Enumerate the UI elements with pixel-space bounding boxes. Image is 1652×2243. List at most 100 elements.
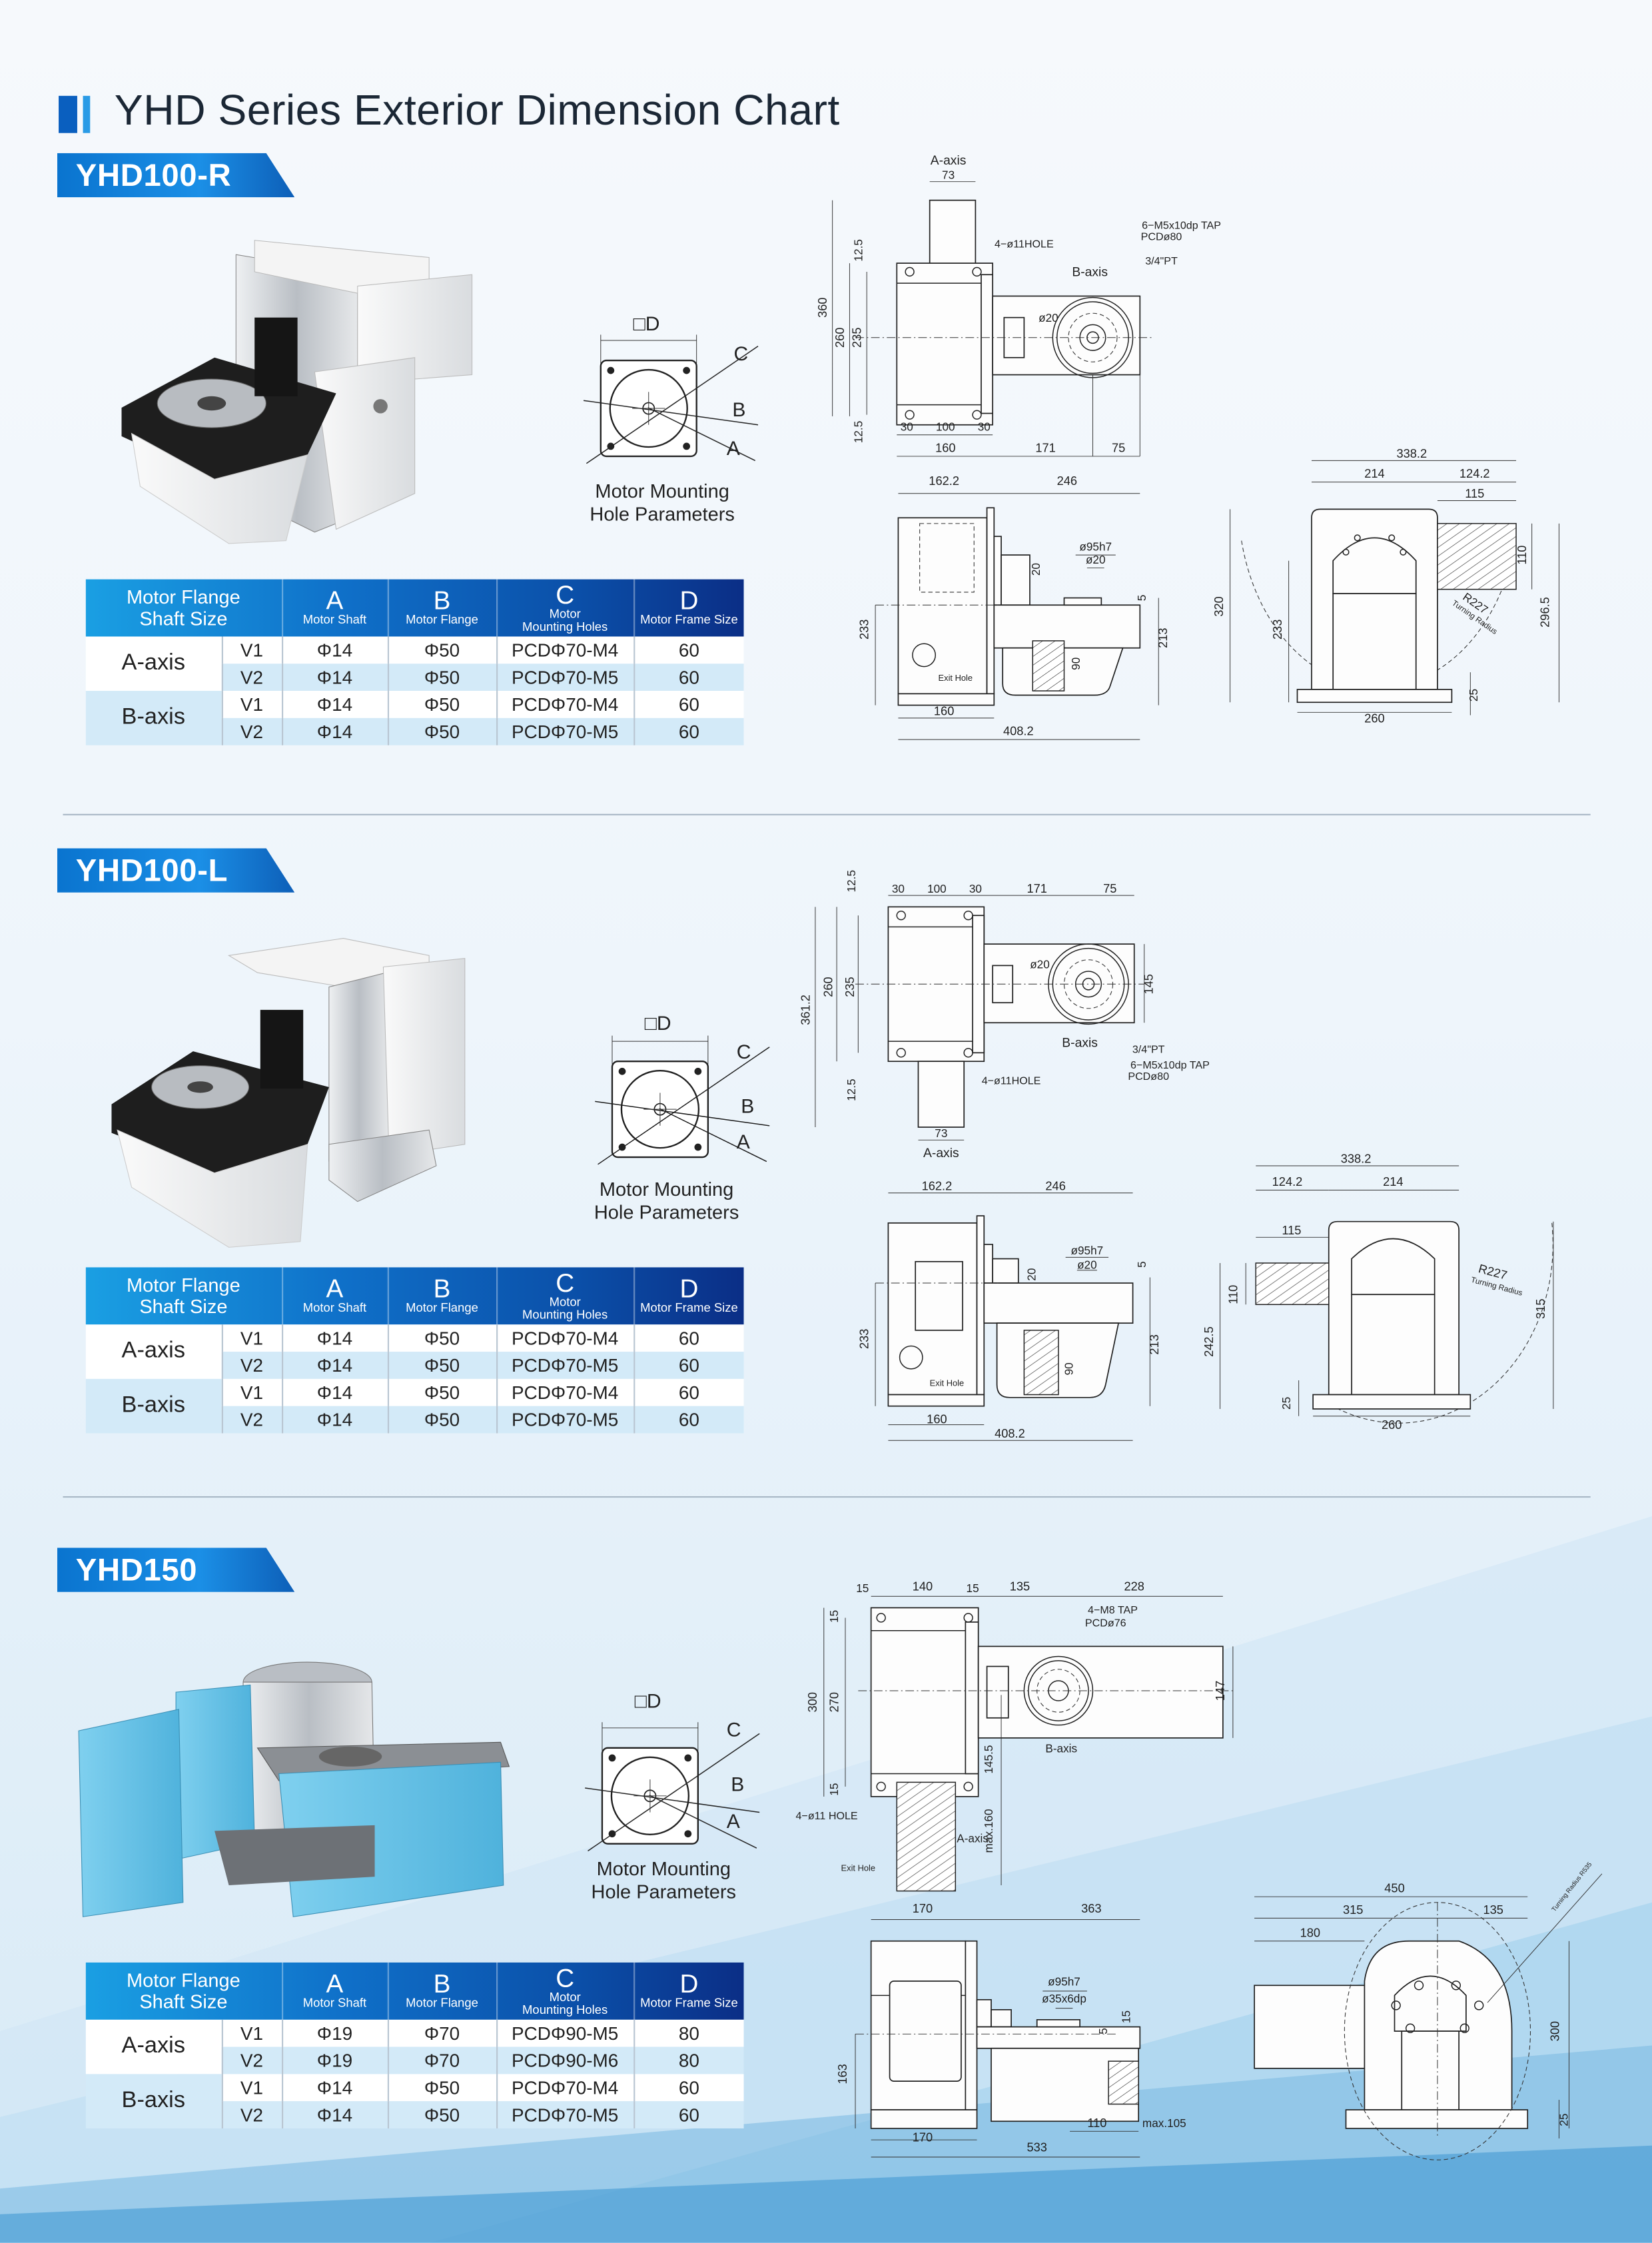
dimension-label: 4−M8 TAP [1088, 1604, 1138, 1616]
dimension-label: 100 [936, 420, 955, 433]
drawing-yhd100-l-front-view [1220, 1165, 1554, 1424]
cell-d: 60 [633, 2074, 744, 2102]
dimension-label: 235 [850, 328, 864, 348]
dimension-label: PCDø80 [1141, 231, 1182, 243]
dimension-label: 260 [1364, 711, 1384, 725]
section-name: YHD100-L [75, 852, 228, 889]
dimension-label: 75 [1103, 881, 1116, 895]
title-icon [59, 95, 96, 133]
drawing-yhd150-front-view [1254, 1873, 1603, 2160]
dimension-label: 170 [913, 2130, 933, 2144]
section-divider [63, 1496, 1591, 1498]
section-name: YHD150 [75, 1552, 198, 1588]
svg-text:□D: □D [635, 1691, 661, 1713]
cell-v: V2 [220, 2101, 282, 2129]
dimension-label: PCDø80 [1128, 1071, 1169, 1083]
cell-c: PCDΦ70-M4 [496, 636, 634, 664]
dimension-label: 110 [1226, 1285, 1240, 1304]
cell-b: Φ50 [386, 2101, 497, 2129]
dimension-label: 12.5 [845, 870, 858, 892]
cell-v: V2 [220, 664, 282, 691]
dimension-label: 5 [1096, 2028, 1110, 2034]
dimension-label: 140 [913, 1579, 933, 1593]
section-name: YHD100-R [75, 157, 232, 193]
svg-text:A: A [727, 1811, 740, 1833]
axis-label: B-axis [85, 1378, 222, 1434]
cell-c: PCDΦ70-M4 [496, 1378, 634, 1406]
axis-label: B-axis [85, 2074, 222, 2129]
dimension-label: ø35x6dp [1042, 1992, 1086, 2005]
dimension-label: 75 [1112, 441, 1125, 455]
cell-a: Φ14 [280, 1324, 388, 1352]
dimension-label: 145 [1142, 974, 1156, 994]
dimension-label: 15 [856, 1581, 869, 1595]
dimension-label: 296.5 [1537, 597, 1551, 628]
cell-c: PCDΦ70-M5 [496, 2101, 634, 2129]
dimension-label: 90 [1069, 658, 1082, 670]
dimension-label: 171 [1027, 881, 1046, 895]
svg-text:□D: □D [645, 1013, 671, 1035]
cell-c: PCDΦ70-M4 [496, 1324, 634, 1352]
dimension-label: 15 [827, 1783, 841, 1796]
dimension-label: 160 [927, 1412, 947, 1426]
dimension-label: 73 [942, 168, 955, 181]
dimension-label: 3/4"PT [1132, 1043, 1165, 1055]
dimension-label: 30 [892, 882, 905, 895]
cell-v: V1 [220, 691, 282, 718]
dimension-label: ø20 [1086, 553, 1106, 566]
cell-d: 60 [633, 664, 744, 691]
dimension-label: ø20 [1077, 1258, 1097, 1272]
cell-a: Φ14 [280, 636, 388, 664]
cell-c: PCDΦ90-M5 [496, 2019, 634, 2047]
dimension-label: 4−ø11HOLE [982, 1075, 1041, 1087]
cell-c: PCDΦ70-M4 [496, 2074, 634, 2102]
dimension-label: B-axis [1072, 265, 1108, 279]
dimension-label: B-axis [1045, 1741, 1077, 1755]
section-divider [63, 813, 1591, 815]
dimension-label: 408.2 [995, 1426, 1025, 1440]
dimension-label: 315 [1533, 1298, 1547, 1318]
axis-label: A-axis [85, 636, 222, 691]
dimension-label: 246 [1045, 1178, 1065, 1192]
dimension-label: 214 [1364, 466, 1384, 480]
dimension-label: Exit Hole [841, 1863, 876, 1873]
drawing-yhd150-side-view [855, 1919, 1141, 2158]
dimension-label: max.105 [1142, 2116, 1186, 2130]
dimension-label: 213 [1147, 1334, 1161, 1354]
cell-c: PCDΦ70-M5 [496, 664, 634, 691]
dimension-label: 300 [805, 1692, 819, 1712]
dimension-label: ø95h7 [1048, 1975, 1080, 1988]
dimension-label: 73 [935, 1126, 947, 1140]
cell-d: 80 [633, 2046, 744, 2074]
dimension-label: 6−M5x10dp TAP [1142, 220, 1221, 232]
dimension-label: 115 [1465, 486, 1484, 500]
svg-text:B: B [731, 1773, 744, 1795]
cell-d: 60 [633, 1406, 744, 1434]
dimension-label: 5 [1135, 595, 1148, 602]
dimension-label: 110 [1087, 2116, 1106, 2130]
product-photo-yhd100-r [121, 240, 473, 544]
axis-label: A-axis [85, 1324, 222, 1379]
cell-c: PCDΦ70-M4 [496, 691, 634, 718]
dimension-label: 363 [1081, 1901, 1101, 1915]
cell-b: Φ50 [386, 691, 497, 718]
dimension-label: 160 [934, 704, 954, 718]
drawing-yhd100-r-front-view [1230, 460, 1559, 715]
product-photo-yhd150 [78, 1661, 510, 1917]
dimension-label: 110 [1515, 546, 1529, 565]
motor-mounting-diagram: □D C B A [584, 1691, 761, 1852]
